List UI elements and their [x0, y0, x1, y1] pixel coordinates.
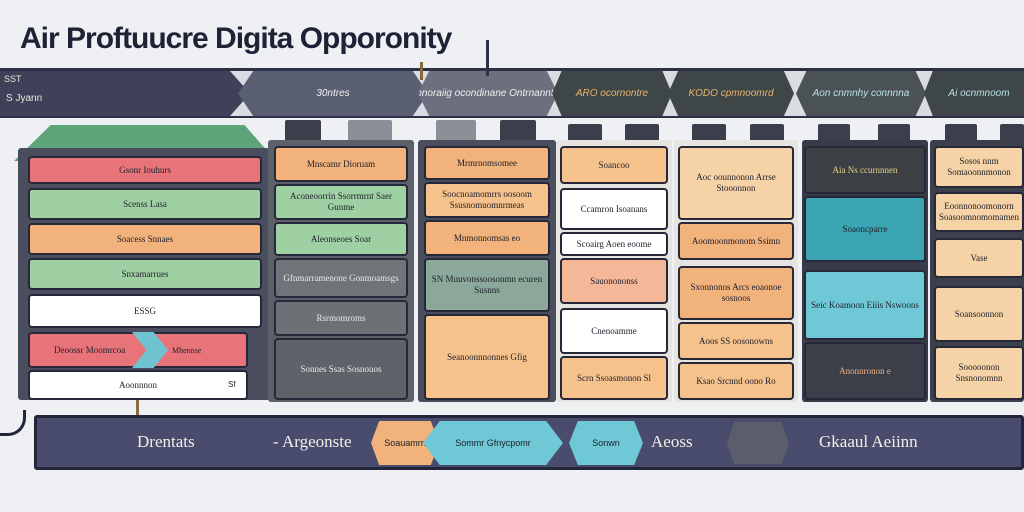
column-4-item: Scoairg Aoen eoome [560, 232, 668, 256]
column-6-item: Aia Ns ccurnnnen [804, 146, 926, 194]
column-5-item: Aoomoonmonom Ssimn [678, 222, 794, 260]
outcome-label-3: Aeoss [651, 432, 693, 451]
phase-left-label-1: SST [4, 74, 22, 84]
column-4-item: Ccamron Isoanans [560, 188, 668, 230]
column-tab [878, 124, 910, 144]
hook-icon [0, 410, 26, 436]
column-4-item: Soancoo [560, 146, 668, 184]
column-tab [818, 124, 850, 144]
pin-icon [486, 40, 489, 76]
column-2-item: Mnscamr Dioruam [274, 146, 408, 182]
diagram-title: Air Proftuucre Digita Opporonity [20, 22, 452, 55]
column-7-item: Sooooonon Snsnonomnn [934, 346, 1024, 400]
column-7-item: Soansoonnon [934, 286, 1024, 342]
outcome-label-2: - Argeonste [273, 432, 352, 451]
column-2-item: Aleonseoes Soar [274, 222, 408, 256]
column-tab [750, 124, 784, 144]
column-tab [1000, 124, 1024, 144]
phase-hex-2-label: Anonoraiig ocondinane Ontrnanntisen [418, 88, 558, 99]
column-6-item: Seic Koamoon Eiiis Nswoons [804, 270, 926, 340]
column-4-item: Scrn Ssoasmonon Sl [560, 356, 668, 400]
column-5-item: Ksao Srcnnd oono Ro [678, 362, 794, 400]
phase-hex-5: Aon cnmnhy connnna [796, 71, 926, 116]
phase-hex-6: Ai ocnmnoom [924, 71, 1024, 116]
column-tab [625, 124, 659, 144]
column-2-item: Sonnes Ssas Sosnouos [274, 338, 408, 400]
outcome-hex-3-label: Sonwn [592, 438, 620, 448]
column-5-item: Sxonnonos Arcs eoaonoe sosnoos [678, 266, 794, 320]
phase-hex-6-label: Ai ocnmnoom [948, 88, 1010, 99]
phase-hex-1: 30ntres [238, 71, 428, 116]
phase-hex-5-label: Aon cnmnhy connnna [812, 88, 910, 99]
column-5-item: Aoc oounnonon Arrse Stooonnon [678, 146, 794, 220]
column-3-item: Mnmonnomsas eo [424, 220, 550, 256]
column-4-item: Cnenoamme [560, 308, 668, 354]
column-tab [568, 124, 602, 144]
phase-left-cap: SST S Jyann [0, 71, 250, 116]
pin-icon [420, 62, 423, 80]
column-1-item: ESSG [28, 294, 262, 328]
column-1-item: Aoonnnon [28, 370, 248, 400]
phase-header-bar: SST S Jyann 30ntres Anonoraiig ocondinan… [0, 68, 1024, 118]
column-7-item: Vase [934, 238, 1024, 278]
column-5-item: Aoos SS oosonowns [678, 322, 794, 360]
column-6-item: Soaoncparre [804, 196, 926, 262]
phase-left-label-2: S Jyann [6, 93, 43, 104]
gear-icon [727, 422, 789, 464]
outcome-bar: Drentats - Argeonste Soauamrn Sommr Gfny… [34, 415, 1024, 470]
phase-hex-3: ARO ocornontre [552, 71, 672, 116]
column-1-item: Soacess Snnaes [28, 223, 262, 255]
column-tab [692, 124, 726, 144]
column-1-item: Snxamarrues [28, 258, 262, 290]
column-3-item: Seanoonnnonnes Gfig [424, 314, 550, 400]
outcome-hex-2: Sommr Gfnycpomr [423, 421, 563, 465]
column-2-item: Gfnmarramenone Gonmoamsgs [274, 258, 408, 298]
outcome-hex-2-label: Sommr Gfnycpomr [455, 438, 531, 448]
column-1-item: Scenss Lasa [28, 188, 262, 220]
phase-hex-2: Anonoraiig ocondinane Ontrnanntisen [418, 71, 558, 116]
column-3-item: Soocnoamomrrs oosoom Ssusnomuomnrmeas [424, 182, 550, 218]
column-7-item: Sosos nnm Somaoonnmonon [934, 146, 1024, 188]
column-3-item: SN Muuvonssoosonmn ecuren Susnns [424, 258, 550, 312]
phase-hex-4-label: KODO cpmnoomrd [688, 88, 774, 99]
column-2-item: Rsrmomroms [274, 300, 408, 336]
outcome-hex-3: Sonwn [569, 421, 643, 465]
outcome-label-4: Gkaaul Aeiinn [819, 432, 918, 451]
column-1-side-label: Sf [228, 380, 236, 389]
phase-hex-4: KODO cpmnoomrd [668, 71, 794, 116]
column-1-side-label: Mhennse [172, 346, 202, 355]
column-tab [945, 124, 977, 144]
column-6-item: Anonnronon e [804, 342, 926, 400]
phase-hex-3-label: ARO ocornontre [575, 88, 649, 99]
outcome-label-1: Drentats [137, 432, 195, 451]
column-2-item: Aconeoorrin Ssorrmrnt Saer Gunme [274, 184, 408, 220]
phase-hex-1-label: 30ntres [316, 88, 350, 99]
column-4-item: Sauonononss [560, 258, 668, 304]
column-1-item: Gsonr Iouhurs [28, 156, 262, 184]
column-7-item: Eoonnonoomonorn Soasoomnomomamen [934, 192, 1024, 232]
column-3-item: Mrmrnomsomee [424, 146, 550, 180]
outcome-hex-1-label: Soauamrn [384, 438, 426, 448]
connector-line [136, 400, 139, 416]
